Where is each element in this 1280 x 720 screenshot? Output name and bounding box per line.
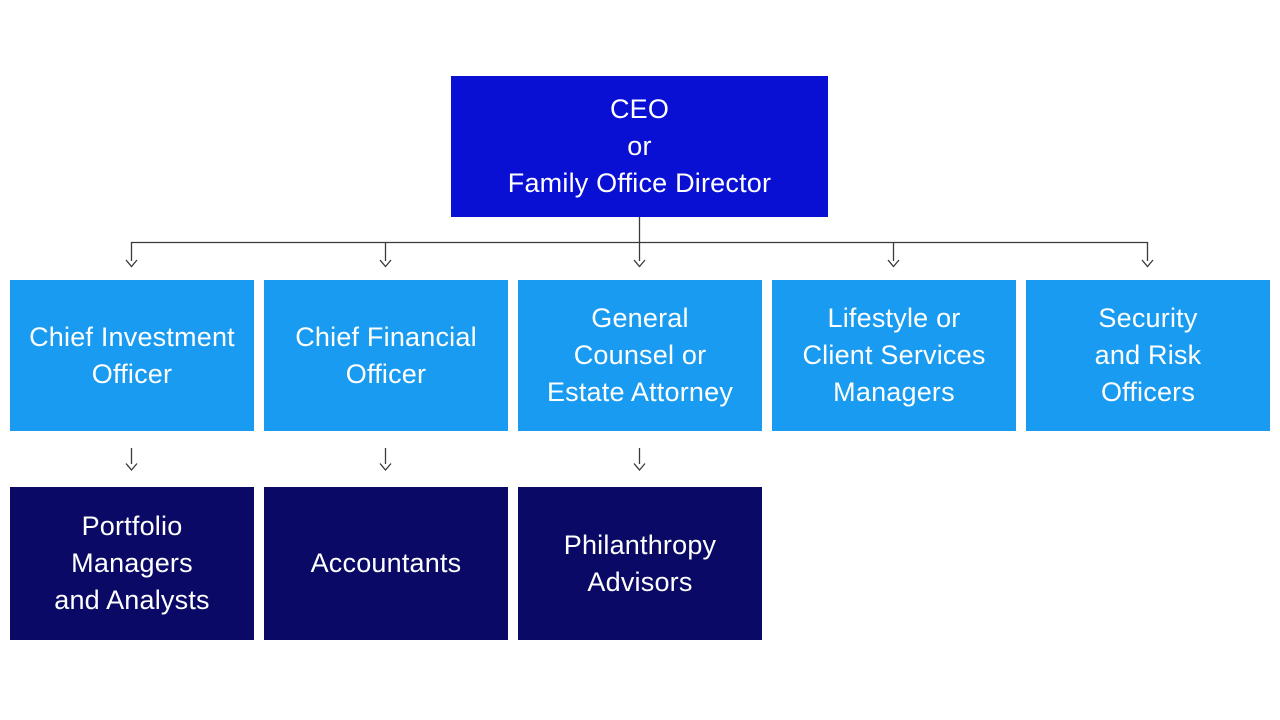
- org-box-label-line: General: [591, 303, 689, 333]
- org-box-label-line: Managers: [833, 377, 955, 407]
- org-box-label-line: Chief Investment: [29, 321, 235, 352]
- org-box-ceo: CEO or Family Office Director: [451, 76, 828, 217]
- org-box-label-line: Officer: [345, 358, 427, 389]
- arrowhead-icon: [379, 463, 392, 472]
- org-box-label-line: Security: [1098, 303, 1198, 333]
- org-box-chief-financial-officer: Chief Financial Officer: [264, 280, 508, 431]
- arrowhead-icon: [1141, 259, 1154, 268]
- org-box-label-line: Officer: [91, 358, 173, 389]
- org-box-label-line: Counsel or: [573, 340, 707, 370]
- org-box-label-line: Managers: [71, 548, 193, 578]
- org-box-chief-investment-officer: Chief Investment Officer: [10, 280, 254, 431]
- org-box-label-line: Officers: [1100, 377, 1196, 407]
- org-box-label-line: Chief Financial: [295, 321, 477, 352]
- arrowhead-icon: [125, 463, 138, 472]
- org-box-label-line: or: [627, 131, 652, 161]
- arrowhead-icon: [633, 463, 646, 472]
- arrowhead-icon: [633, 259, 646, 268]
- org-box-label-line: and Risk: [1094, 340, 1202, 370]
- org-box-security-risk-officers: Security and Risk Officers: [1026, 280, 1270, 431]
- org-box-label-line: Lifestyle or: [827, 303, 961, 333]
- org-box-accountants: Accountants: [264, 487, 508, 640]
- org-box-label-line: Advisors: [587, 566, 693, 597]
- arrowhead-icon: [379, 259, 392, 268]
- arrowhead-icon: [887, 259, 900, 268]
- org-box-label-line: Estate Attorney: [546, 377, 734, 407]
- org-box-label-line: Philanthropy: [563, 529, 717, 560]
- org-box-label-line: Portfolio: [81, 511, 183, 541]
- org-box-general-counsel: General Counsel or Estate Attorney: [518, 280, 762, 431]
- org-box-philanthropy-advisors: Philanthropy Advisors: [518, 487, 762, 640]
- org-box-label-line: CEO: [609, 94, 670, 124]
- org-box-label-line: and Analysts: [54, 585, 210, 615]
- org-box-label-line: Family Office Director: [507, 168, 772, 198]
- org-box-portfolio-managers: Portfolio Managers and Analysts: [10, 487, 254, 640]
- org-box-lifestyle-managers: Lifestyle or Client Services Managers: [772, 280, 1016, 431]
- connector-rail: [130, 241, 1149, 261]
- org-box-label-line: Accountants: [310, 548, 462, 578]
- org-box-label-line: Client Services: [802, 340, 986, 370]
- arrowhead-icon: [125, 259, 138, 268]
